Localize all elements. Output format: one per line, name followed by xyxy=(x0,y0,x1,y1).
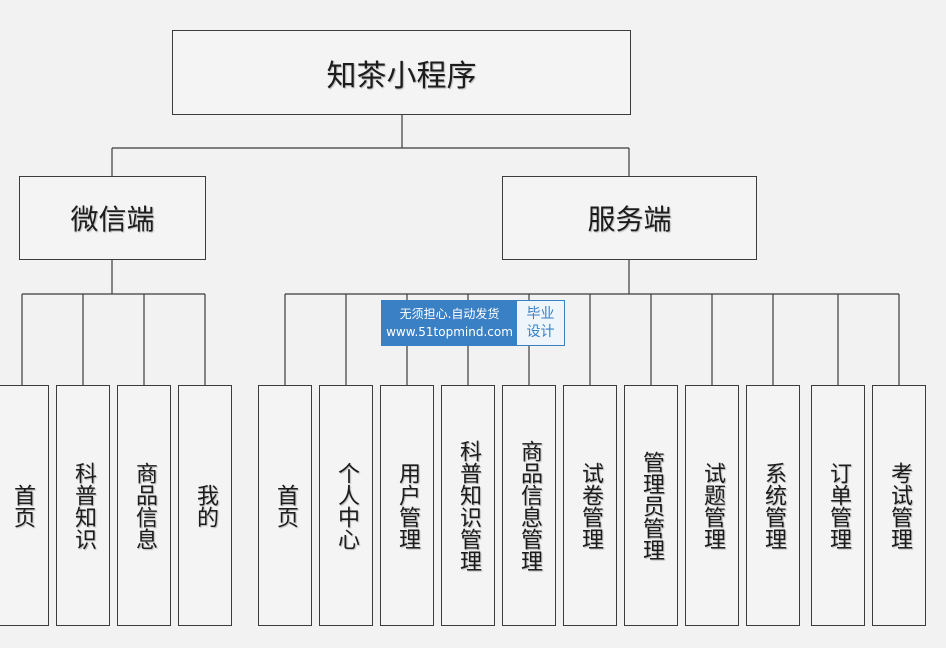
branch-node-server: 服务端 xyxy=(502,176,757,260)
leaf-label: 科普知识管理 xyxy=(456,439,481,572)
leaf-node: 用户管理 xyxy=(380,385,434,626)
leaf-label: 考试管理 xyxy=(887,461,912,550)
leaf-node: 试卷管理 xyxy=(563,385,617,626)
watermark-slogan: 无须担心.自动发货 xyxy=(399,307,500,321)
watermark-badge-line1: 毕业 xyxy=(526,306,555,322)
leaf-label: 商品信息管理 xyxy=(517,439,542,572)
root-node: 知茶小程序 xyxy=(172,30,631,115)
leaf-label: 首页 xyxy=(10,483,35,528)
leaf-node: 科普知识 xyxy=(56,385,110,626)
leaf-label: 管理员管理 xyxy=(639,450,664,561)
leaf-label: 个人中心 xyxy=(334,461,359,550)
leaf-label: 试题管理 xyxy=(700,461,725,550)
leaf-label: 系统管理 xyxy=(761,461,786,550)
watermark-badge: 毕业 设计 xyxy=(517,301,564,345)
leaf-label: 我的 xyxy=(193,483,218,528)
leaf-node: 考试管理 xyxy=(872,385,926,626)
leaf-label: 试卷管理 xyxy=(578,461,603,550)
leaf-node: 商品信息管理 xyxy=(502,385,556,626)
leaf-node: 科普知识管理 xyxy=(441,385,495,626)
leaf-node: 商品信息 xyxy=(117,385,171,626)
watermark-banner: 无须担心.自动发货 www.51topmind.com 毕业 设计 xyxy=(381,300,565,346)
leaf-label: 首页 xyxy=(273,483,298,528)
leaf-label: 用户管理 xyxy=(395,461,420,550)
leaf-label: 订单管理 xyxy=(826,461,851,550)
leaf-node: 个人中心 xyxy=(319,385,373,626)
leaf-node: 订单管理 xyxy=(811,385,865,626)
leaf-node: 首页 xyxy=(258,385,312,626)
leaf-node: 我的 xyxy=(178,385,232,626)
watermark-text-block: 无须担心.自动发货 www.51topmind.com xyxy=(382,301,517,345)
root-label: 知茶小程序 xyxy=(326,58,477,94)
leaf-node: 系统管理 xyxy=(746,385,800,626)
leaf-node: 管理员管理 xyxy=(624,385,678,626)
branch-label: 服务端 xyxy=(587,203,672,236)
branch-label: 微信端 xyxy=(70,203,155,236)
branch-node-wechat: 微信端 xyxy=(19,176,206,260)
watermark-url: www.51topmind.com xyxy=(386,325,513,339)
leaf-label: 商品信息 xyxy=(132,461,157,550)
leaf-node: 试题管理 xyxy=(685,385,739,626)
watermark-badge-line2: 设计 xyxy=(526,324,555,340)
leaf-label: 科普知识 xyxy=(71,461,96,550)
leaf-node: 首页 xyxy=(0,385,49,626)
